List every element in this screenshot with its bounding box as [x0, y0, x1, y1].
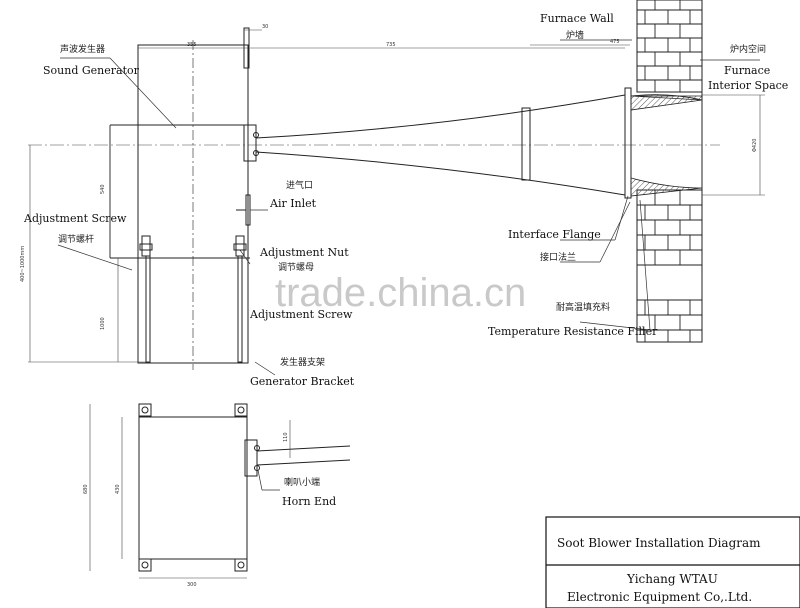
label-adjustment-screw-cn: 调节螺杆	[58, 233, 94, 245]
dim-1000: 1000	[100, 317, 106, 330]
label-temperature-filler-cn: 耐高温填充料	[556, 301, 610, 313]
dim-300: 300	[187, 582, 197, 588]
title-block	[545, 516, 800, 608]
label-generator-bracket-cn: 发生器支架	[280, 356, 325, 368]
interface-flange	[630, 94, 703, 197]
label-sound-generator: Sound Generator	[43, 64, 140, 77]
title-block-company-2: Electronic Equipment Co,.Ltd.	[567, 590, 752, 604]
dim-680: 680	[83, 484, 89, 494]
label-adjustment-screw-2: Adjustment Screw	[249, 308, 353, 321]
label-furnace-wall: Furnace Wall	[540, 12, 614, 25]
sound-generator-body	[109, 40, 250, 370]
label-furnace-interior-1: Furnace	[724, 64, 770, 77]
horn	[255, 87, 632, 199]
label-horn-end: Horn End	[282, 495, 336, 508]
watermark: trade.china.cn	[275, 271, 526, 315]
dim-540: 540	[100, 184, 106, 194]
label-horn-end-cn: 喇叭小端	[284, 476, 320, 488]
dim-430: 430	[115, 484, 121, 494]
label-furnace-interior-2: Interior Space	[708, 79, 788, 92]
leader-lines	[57, 39, 760, 376]
dimension-lines	[28, 29, 765, 363]
dim-355: 355	[187, 42, 197, 48]
label-generator-bracket: Generator Bracket	[250, 375, 355, 388]
dim-735: 735	[386, 42, 396, 48]
label-furnace-interior-cn: 炉内空间	[730, 43, 766, 55]
label-air-inlet-cn: 进气口	[286, 179, 313, 191]
dim-400-1000: 400~1000mm	[20, 246, 26, 282]
label-adjustment-nut-cn: 调节螺母	[278, 262, 314, 273]
title-block-title: Soot Blower Installation Diagram	[557, 536, 761, 550]
dim-110: 110	[283, 432, 289, 442]
label-air-inlet: Air Inlet	[269, 197, 317, 210]
label-interface-flange-cn: 接口法兰	[540, 251, 576, 263]
label-interface-flange: Interface Flange	[508, 228, 601, 241]
generator-side-view	[89, 403, 351, 579]
dim-30: 30	[262, 24, 268, 30]
dim-475: 475	[610, 39, 620, 45]
label-temperature-filler: Temperature Resistance Filler	[488, 325, 658, 338]
dim-420: Φ420	[752, 139, 758, 152]
title-block-company-1: Yichang WTAU	[626, 572, 718, 586]
label-adjustment-screw: Adjustment Screw	[23, 212, 127, 225]
label-adjustment-nut: Adjustment Nut	[259, 246, 349, 259]
label-furnace-wall-cn: 炉墙	[566, 29, 584, 41]
label-sound-generator-cn: 声波发生器	[60, 43, 105, 55]
